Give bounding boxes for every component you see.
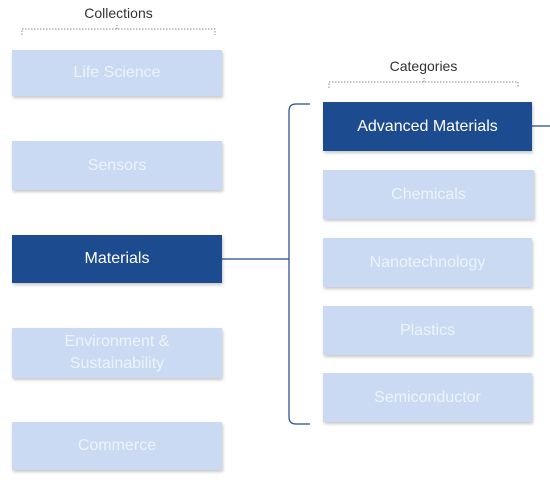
category-label: Chemicals	[391, 185, 466, 203]
collection-sensors[interactable]: Sensors	[12, 141, 222, 190]
category-advanced-materials[interactable]: Advanced Materials	[323, 102, 532, 151]
categories-heading-bracket	[328, 78, 519, 88]
category-label: Advanced Materials	[357, 117, 498, 135]
collection-environment-sustainability[interactable]: Environment & Sustainability	[12, 328, 222, 378]
collections-heading-bracket	[21, 25, 216, 35]
category-label: Plastics	[399, 321, 456, 339]
category-nanotechnology[interactable]: Nanotechnology	[323, 238, 532, 287]
category-label: Semiconductor	[374, 388, 481, 406]
categories-heading: Categories	[389, 58, 458, 74]
collection-life-science[interactable]: Life Science	[12, 50, 222, 96]
collection-label: Life Science	[73, 64, 161, 81]
collection-label: Materials	[84, 250, 150, 267]
collection-label: Environment & Sustainability	[64, 333, 170, 372]
collection-label: Commerce	[77, 437, 157, 454]
category-plastics[interactable]: Plastics	[323, 306, 532, 355]
collection-commerce[interactable]: Commerce	[12, 422, 222, 470]
category-chemicals[interactable]: Chemicals	[323, 170, 534, 219]
collections-heading: Collections	[84, 5, 153, 21]
category-semiconductor[interactable]: Semiconductor	[323, 373, 532, 422]
collection-label: Sensors	[87, 156, 147, 174]
category-label: Nanotechnology	[369, 253, 486, 271]
collection-materials[interactable]: Materials	[12, 235, 222, 283]
categories-bracket	[288, 103, 310, 425]
